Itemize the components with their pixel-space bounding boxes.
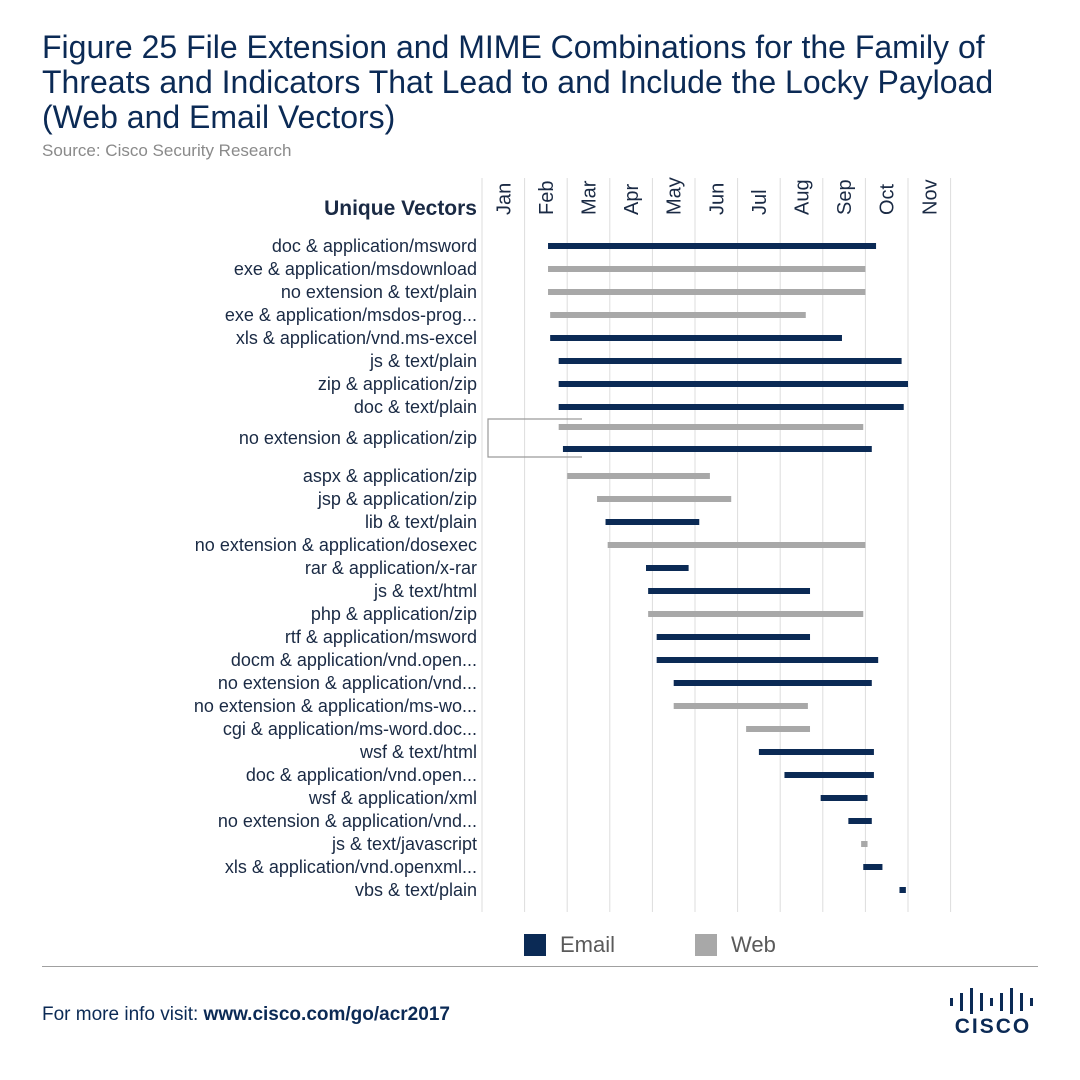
chart-title: Figure 25 File Extension and MIME Combin…: [42, 29, 994, 135]
gantt-bar-email: [656, 634, 811, 640]
cisco-bars-icon: [950, 988, 1033, 1014]
legend-label-web: Web: [731, 932, 776, 957]
month-tick-label: Apr: [621, 184, 643, 215]
gantt-bar-email: [562, 446, 872, 452]
footer-prefix: For more info visit:: [42, 1004, 204, 1025]
gantt-bar-web: [597, 496, 732, 502]
row-label: xls & application/vnd.openxml...: [225, 857, 477, 877]
row-label: lib & text/plain: [365, 512, 477, 532]
chart-source: Source: Cisco Security Research: [42, 141, 292, 160]
month-tick-label: Aug: [792, 179, 814, 215]
row-label: rtf & application/msword: [285, 627, 477, 647]
gantt-bar-email: [820, 795, 868, 801]
month-tick-label: Jul: [749, 189, 771, 215]
gantt-bar-email: [673, 680, 872, 686]
month-tick-label: Nov: [919, 179, 941, 215]
row-label: no extension & application/zip: [239, 428, 477, 448]
gantt-bar-email: [784, 772, 874, 778]
month-tick-label: Sep: [834, 179, 856, 215]
row-label: no extension & application/vnd...: [218, 673, 477, 693]
row-axis-label: Unique Vectors: [324, 197, 477, 220]
gantt-bar-email: [899, 887, 906, 893]
gantt-bar-email: [648, 588, 811, 594]
month-tick-label: Jan: [493, 183, 515, 215]
legend-swatch-email: [524, 934, 546, 956]
gantt-bar-email: [863, 864, 883, 870]
month-tick-label: Jun: [706, 183, 728, 215]
month-tick-label: Oct: [877, 183, 899, 215]
cisco-logo: CISCO: [948, 988, 1038, 1040]
gantt-bar-email: [550, 335, 842, 341]
footer-info: For more info visit: www.cisco.com/go/ac…: [42, 1004, 450, 1026]
row-label: doc & application/msword: [272, 236, 477, 256]
gantt-bar-web: [607, 542, 866, 548]
row-label: wsf & application/xml: [308, 788, 477, 808]
gantt-bar-web: [861, 841, 868, 847]
row-label: php & application/zip: [311, 604, 477, 624]
gantt-bar-email: [548, 243, 877, 249]
gantt-bar-email: [558, 381, 908, 387]
legend-label-email: Email: [560, 932, 615, 957]
row-label: no extension & application/dosexec: [195, 535, 477, 555]
row-label: exe & application/msdownload: [234, 259, 477, 279]
row-label: no extension & application/vnd...: [218, 811, 477, 831]
gantt-bar-email: [646, 565, 689, 571]
row-label: vbs & text/plain: [355, 880, 477, 900]
row-label: js & text/javascript: [331, 834, 477, 854]
row-label: no extension & text/plain: [281, 282, 477, 302]
gantt-bar-web: [558, 424, 864, 430]
gantt-bar-email: [558, 404, 904, 410]
row-label: doc & text/plain: [354, 397, 477, 417]
month-tick-label: Feb: [536, 181, 558, 215]
gantt-bar-email: [656, 657, 879, 663]
row-label: exe & application/msdos-prog...: [225, 305, 477, 325]
row-label: js & text/plain: [369, 351, 477, 371]
gantt-bar-email: [558, 358, 902, 364]
gantt-bar-email: [605, 519, 700, 525]
gantt-chart: Jan Feb Mar Apr May Jun Jul Aug Sep Oct NovUnique …: [194, 177, 952, 957]
row-label: no extension & application/ms-wo...: [194, 696, 477, 716]
gantt-bar-web: [550, 312, 806, 318]
row-label: docm & application/vnd.open...: [231, 650, 477, 670]
month-tick-label: May: [664, 177, 686, 215]
month-tick-label: Mar: [579, 180, 601, 215]
gantt-bar-email: [848, 818, 872, 824]
gantt-bar-web: [673, 703, 808, 709]
row-label: zip & application/zip: [318, 374, 477, 394]
gantt-bar-email: [758, 749, 874, 755]
gantt-bar-web: [746, 726, 811, 732]
cisco-wordmark: CISCO: [954, 1015, 1032, 1038]
gantt-bar-web: [548, 289, 866, 295]
row-label: jsp & application/zip: [317, 489, 477, 509]
gantt-bar-web: [567, 473, 710, 479]
gantt-bar-web: [648, 611, 864, 617]
row-label: aspx & application/zip: [303, 466, 477, 486]
row-label: rar & application/x-rar: [305, 558, 477, 578]
row-label: cgi & application/ms-word.doc...: [223, 719, 477, 739]
row-label: doc & application/vnd.open...: [246, 765, 477, 785]
row-label: xls & application/vnd.ms-excel: [236, 328, 477, 348]
row-group-bracket: [487, 418, 582, 458]
row-label: wsf & text/html: [359, 742, 477, 762]
gantt-bar-web: [548, 266, 866, 272]
legend-swatch-web: [695, 934, 717, 956]
row-label: js & text/html: [373, 581, 477, 601]
footer-divider: [42, 966, 1038, 967]
footer-link[interactable]: www.cisco.com/go/acr2017: [203, 1004, 450, 1025]
